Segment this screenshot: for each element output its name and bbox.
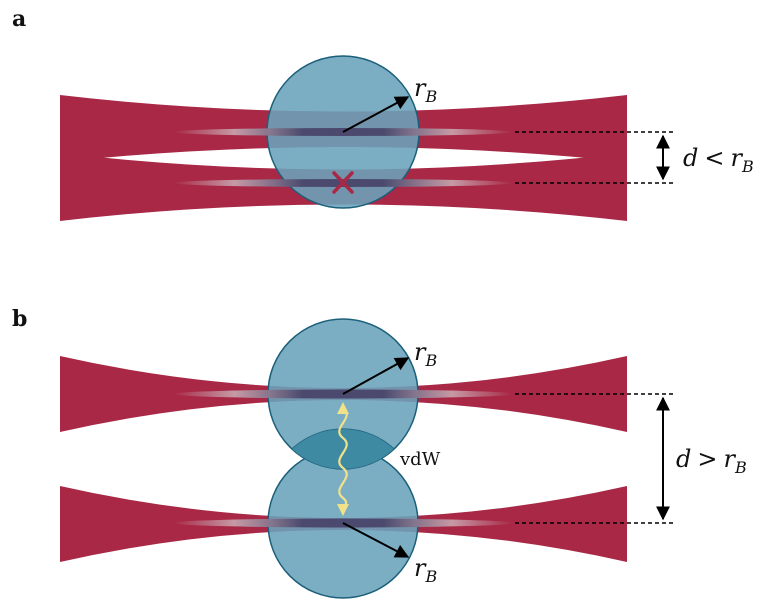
vdw-label: vdW (399, 449, 441, 470)
sphere-overlap-fill (292, 428, 394, 470)
radius-label-bottom: rB (414, 554, 437, 586)
radius-arrow-bottom (342, 522, 410, 558)
distance-label: d<rB (683, 144, 754, 176)
vdw-interaction-wave-icon (337, 402, 349, 516)
radius-label: rB (414, 74, 437, 106)
distance-label: d>rB (676, 445, 747, 477)
radius-arrow-top (342, 357, 410, 395)
panel-a: a rB d<rB (12, 6, 754, 221)
panel-label-a: a (12, 6, 26, 32)
radius-arrow (342, 96, 410, 133)
blocked-cross-icon (332, 171, 354, 194)
panel-label-b: b (12, 306, 27, 332)
radius-label-top: rB (414, 338, 437, 370)
panel-b: b rB rB vdW d>r (12, 306, 747, 599)
